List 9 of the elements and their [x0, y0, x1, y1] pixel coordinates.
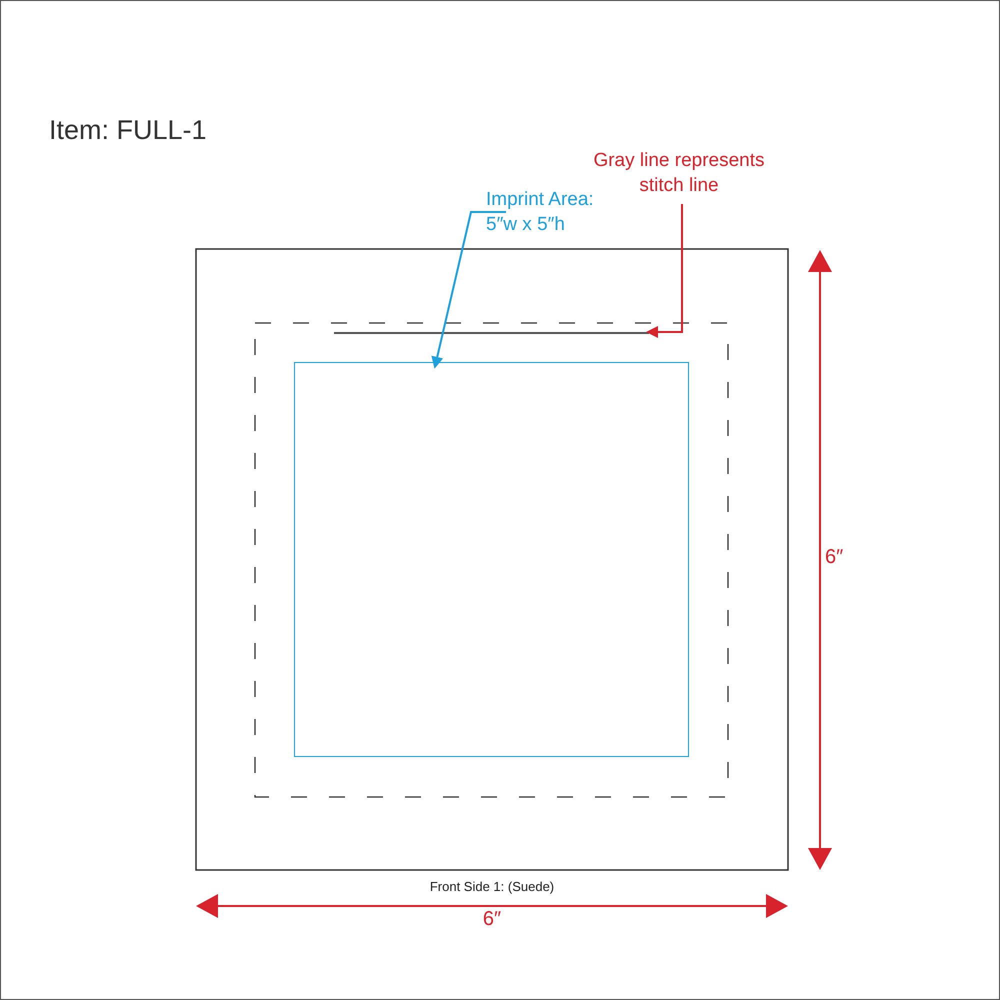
dimension-label: 6″	[825, 546, 844, 569]
stitch-line	[334, 332, 649, 334]
panel-caption: Front Side 1: (Suede)	[428, 879, 556, 894]
imprint-area-label: Imprint Area: 5″w x 5″h	[486, 188, 621, 238]
item-title: Item: FULL-1	[49, 115, 207, 146]
imprint-area-box	[294, 362, 689, 757]
dimension-label: 6″	[482, 908, 502, 931]
leader-line	[431, 211, 506, 369]
leader-line	[646, 204, 683, 338]
